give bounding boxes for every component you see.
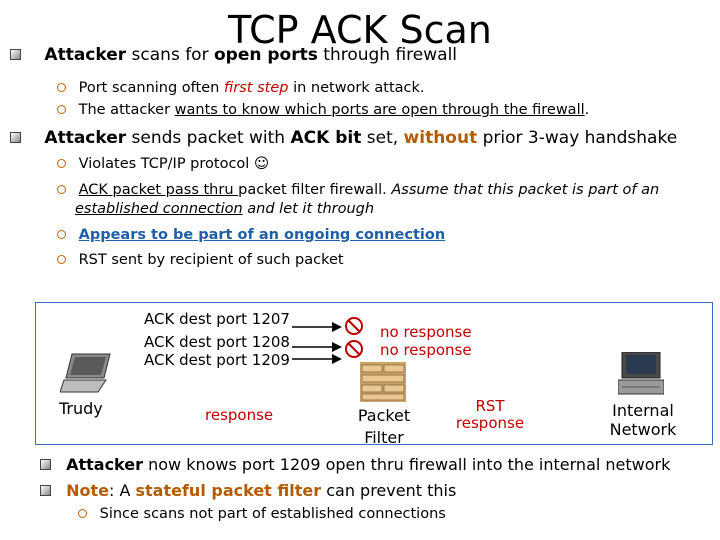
bullet-2: Attacker sends packet with ACK bit set, … xyxy=(10,127,677,149)
ack-label-1208: ACK dest port 1208 xyxy=(144,333,290,351)
sub-italic: and let it through xyxy=(242,201,375,217)
bullet-4: Note: A stateful packet filter can preve… xyxy=(40,480,456,502)
firewall-icon xyxy=(360,362,406,402)
internal-line-2: Network xyxy=(609,420,677,439)
sub-text: Violates TCP/IP protocol ☺ xyxy=(78,156,270,172)
circle-bullet-icon xyxy=(57,159,66,168)
bullet-3-bold: Attacker xyxy=(66,455,144,474)
sub-italic: Assume that this packet is part of an xyxy=(391,182,660,198)
bullet-4-text-a: : A xyxy=(108,481,136,500)
bullet-2-sub-2-cont: established connection and let it throug… xyxy=(75,200,374,219)
sub-italic-underline: established connection xyxy=(75,201,243,217)
bullet-2-sub-1: Violates TCP/IP protocol ☺ xyxy=(57,155,269,174)
sub-text: in network attack. xyxy=(288,80,425,96)
sub-text: Since scans not part of established conn… xyxy=(99,506,446,522)
bullet-4-sub-1: Since scans not part of established conn… xyxy=(78,505,446,524)
internal-line-1: Internal xyxy=(612,401,674,420)
bullet-2-bold: Attacker xyxy=(44,128,127,148)
sub-text: . xyxy=(584,102,590,118)
bullet-4-text-b: can prevent this xyxy=(321,481,457,500)
bullet-3-text: now knows port 1209 open thru firewall i… xyxy=(143,455,671,474)
bullet-4-brown-2: stateful packet filter xyxy=(135,481,322,500)
prohibited-icon xyxy=(345,340,363,358)
response-label: response xyxy=(205,406,274,424)
bullet-2-sub-3: Appears to be part of an ongoing connect… xyxy=(57,226,445,245)
bullet-2-text-c: prior 3-way handshake xyxy=(477,128,678,148)
circle-bullet-icon xyxy=(57,255,66,264)
bullet-2-brown: without xyxy=(403,128,478,148)
bullet-2-sub-4: RST sent by recipient of such packet xyxy=(57,251,344,270)
sub-red: first step xyxy=(223,80,289,96)
bullet-3: Attacker now knows port 1209 open thru f… xyxy=(40,454,670,476)
sub-text: The attacker xyxy=(78,102,175,118)
trudy-label: Trudy xyxy=(59,399,103,418)
arrows-group xyxy=(292,322,342,364)
bullet-1-bold2: open ports xyxy=(213,45,318,65)
prohibited-icons xyxy=(345,317,363,358)
bullet-1-sub-1: Port scanning often first step in networ… xyxy=(57,79,425,98)
circle-bullet-icon xyxy=(78,509,87,518)
sub-text: Port scanning often xyxy=(78,80,224,96)
circle-bullet-icon xyxy=(57,105,66,114)
circle-bullet-icon xyxy=(57,185,66,194)
bullet-2-bold2: ACK bit xyxy=(290,128,362,148)
sub-blue: Appears to be part of an ongoing connect… xyxy=(78,227,446,243)
ack-label-1207: ACK dest port 1207 xyxy=(144,310,290,328)
rst-response: RST response xyxy=(450,398,530,432)
bullet-1-bold: Attacker xyxy=(44,45,127,65)
packet-filter-line-1: Packet xyxy=(357,406,411,425)
square-bullet-icon xyxy=(40,485,51,496)
bullet-1-text-a: scans for xyxy=(126,45,214,65)
circle-bullet-icon xyxy=(57,230,66,239)
slide-title: TCP ACK Scan xyxy=(228,8,492,52)
sub-underline: wants to know which ports are open throu… xyxy=(174,102,585,118)
square-bullet-icon xyxy=(40,459,51,470)
arrow-icon xyxy=(292,322,342,332)
circle-bullet-icon xyxy=(57,83,66,92)
packet-filter-label: Packet Filter xyxy=(357,405,411,449)
rst-line-1: RST xyxy=(475,397,505,415)
bullet-2-text-a: sends packet with xyxy=(126,128,291,148)
prohibited-icon xyxy=(345,317,363,335)
sub-text: packet filter firewall. xyxy=(238,182,392,198)
rst-line-2: response xyxy=(455,414,525,432)
internal-network-label: Internal Network xyxy=(603,401,683,439)
arrow-icon xyxy=(292,342,342,352)
no-response-1: no response xyxy=(380,323,472,341)
bullet-2-text-b: set, xyxy=(361,128,404,148)
no-response-2: no response xyxy=(380,341,472,359)
ack-label-1209: ACK dest port 1209 xyxy=(144,351,290,369)
square-bullet-icon xyxy=(10,132,21,143)
diagram-frame xyxy=(35,302,713,445)
server-icon xyxy=(618,352,664,395)
bullet-2-sub-2: ACK packet pass thru packet filter firew… xyxy=(57,181,677,200)
sub-text: RST sent by recipient of such packet xyxy=(78,252,344,268)
square-bullet-icon xyxy=(10,49,21,60)
sub-underline: ACK packet pass thru xyxy=(78,182,239,198)
bullet-1-sub-2: The attacker wants to know which ports a… xyxy=(57,101,589,120)
bullet-4-brown-1: Note xyxy=(66,481,109,500)
bullet-1: Attacker scans for open ports through fi… xyxy=(10,44,457,66)
packet-filter-line-2: Filter xyxy=(364,428,404,447)
laptop-icon xyxy=(60,353,111,393)
arrow-icon xyxy=(292,354,342,364)
bullet-1-text-b: through firewall xyxy=(317,45,458,65)
